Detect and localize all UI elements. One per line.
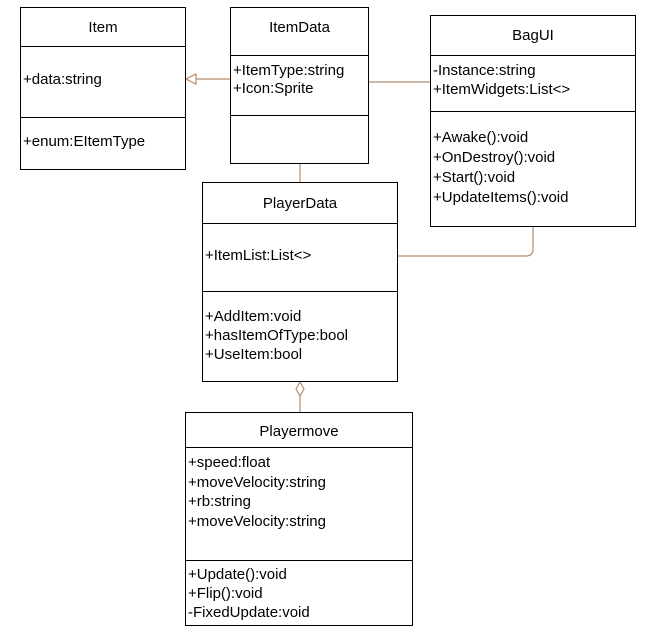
class-playermove-name: Playermove: [259, 423, 339, 440]
class-playermove-operation: -FixedUpdate:void: [188, 604, 310, 621]
class-bagui-operation: +Awake():void: [433, 129, 529, 146]
class-itemdata[interactable]: ItemData +ItemType:string +Icon:Sprite: [230, 7, 369, 164]
class-item[interactable]: Item +data:string +enum:EItemType: [20, 7, 186, 170]
generalization-arrowhead-icon: [184, 73, 197, 85]
aggregation-diamond-icon: [295, 380, 305, 398]
class-bagui-operation: +UpdateItems():void: [433, 189, 569, 206]
class-itemdata-attribute-divider: [231, 115, 368, 116]
class-playermove[interactable]: Playermove +speed:float +moveVelocity:st…: [185, 412, 413, 626]
class-itemdata-name-divider: [231, 55, 368, 56]
class-playerdata-operation: +UseItem:bool: [205, 346, 303, 363]
class-bagui-attribute: -Instance:string: [433, 62, 536, 79]
class-playermove-attribute-divider: [186, 560, 412, 561]
class-item-name-divider: [21, 46, 185, 47]
class-playerdata[interactable]: PlayerData +ItemList:List<> +AddItem:voi…: [202, 182, 398, 382]
class-playerdata-name: PlayerData: [262, 195, 338, 212]
class-itemdata-attribute: +Icon:Sprite: [233, 80, 314, 97]
class-item-attribute: +data:string: [23, 71, 102, 88]
class-playermove-operation: +Update():void: [188, 566, 287, 583]
class-itemdata-attribute: +ItemType:string: [233, 62, 345, 79]
class-playermove-attribute: +moveVelocity:string: [188, 513, 326, 530]
class-playermove-attribute: +moveVelocity:string: [188, 474, 326, 491]
class-bagui[interactable]: BagUI -Instance:string +ItemWidgets:List…: [430, 15, 636, 227]
class-playermove-name-divider: [186, 447, 412, 448]
class-playermove-attribute: +rb:string: [188, 493, 251, 510]
class-bagui-attribute-divider: [431, 111, 635, 112]
class-playerdata-operation: +hasItemOfType:bool: [205, 327, 348, 344]
class-bagui-name: BagUI: [512, 27, 554, 44]
class-playerdata-operation: +AddItem:void: [205, 308, 302, 325]
class-itemdata-name: ItemData: [269, 19, 330, 36]
class-bagui-attribute: +ItemWidgets:List<>: [433, 81, 571, 98]
class-playerdata-name-divider: [203, 223, 397, 224]
connector-playerdata-to-bagui: [398, 227, 534, 257]
class-item-operation: +enum:EItemType: [23, 133, 146, 150]
class-item-name: Item: [88, 19, 118, 36]
class-playerdata-attribute-divider: [203, 291, 397, 292]
class-bagui-operation: +Start():void: [433, 169, 516, 186]
class-bagui-operation: +OnDestroy():void: [433, 149, 556, 166]
class-playermove-attribute: +speed:float: [188, 454, 271, 471]
class-bagui-name-divider: [431, 55, 635, 56]
class-item-attribute-divider: [21, 117, 185, 118]
class-playerdata-attribute: +ItemList:List<>: [205, 247, 312, 264]
class-playermove-operation: +Flip():void: [188, 585, 263, 602]
